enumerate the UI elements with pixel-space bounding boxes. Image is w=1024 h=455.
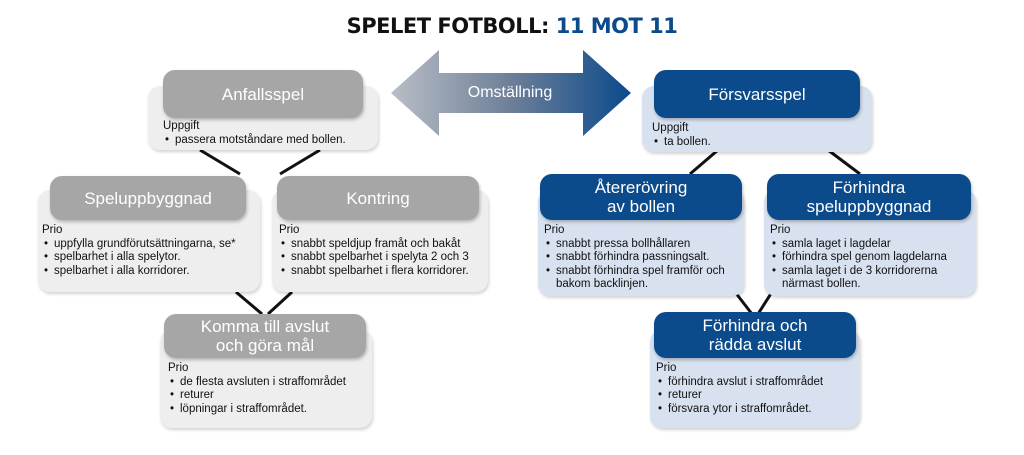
connector-anfall-kontring (279, 148, 321, 176)
list-item: snabbt spelbarhet i flera korridorer. (279, 265, 485, 279)
node-anfallsspel-label: Uppgift (163, 120, 200, 132)
node-komma-till-avslut[interactable]: Komma till avslut och göra mål (164, 314, 366, 358)
list-item: samla laget i de 3 korridorerna närmast … (770, 265, 974, 292)
list-item: löpningar i straffområdet. (168, 403, 368, 417)
node-forsvarsspel-label: Uppgift (652, 122, 689, 134)
connector-forsvar-forhindra (827, 148, 861, 176)
node-forhindra-speluppbyggnad[interactable]: Förhindra speluppbyggnad (767, 174, 971, 220)
node-aterer-title-line1: Återerövring (594, 178, 688, 197)
node-forsvarsspel-body: Uppgift ta bollen. (652, 122, 862, 149)
node-radda-label: Prio (656, 362, 677, 374)
connector-kontring-komma (266, 290, 294, 316)
list-item: snabbt förhindra spel framför och bakom … (544, 265, 742, 292)
node-aterer-body: Prio snabbt pressa bollhållaren snabbt f… (544, 224, 742, 292)
list-item: snabbt förhindra passningsalt. (544, 251, 742, 265)
node-komma-label: Prio (168, 362, 189, 374)
list-item: spelbarhet i alla spelytor. (42, 251, 256, 265)
node-forhindra-radda[interactable]: Förhindra och rädda avslut (654, 312, 856, 358)
node-radda-title-line1: Förhindra och (702, 316, 808, 335)
node-anfallsspel[interactable]: Anfallsspel (163, 70, 363, 118)
list-item: försvara ytor i straffområdet. (656, 403, 856, 417)
list-item: passera motståndare med bollen. (163, 134, 373, 148)
node-anfallsspel-body: Uppgift passera motståndare med bollen. (163, 120, 373, 147)
node-radda-body: Prio förhindra avslut i straffområdet re… (656, 362, 856, 416)
list-item: returer (656, 389, 856, 403)
node-komma-title-line1: Komma till avslut (200, 317, 330, 336)
title-part-1: SPELET FOTBOLL: (346, 14, 550, 38)
node-forhindra-title-line2: speluppbyggnad (806, 197, 932, 216)
node-atererovring[interactable]: Återerövring av bollen (540, 174, 742, 220)
list-item: förhindra avslut i straffområdet (656, 376, 856, 390)
node-kontring-title: Kontring (346, 188, 410, 208)
connector-aterer-radda (733, 291, 754, 315)
node-komma-title-line2: och göra mål (215, 336, 315, 355)
list-item: ta bollen. (652, 136, 862, 150)
list-item: snabbt spelbarhet i spelyta 2 och 3 (279, 251, 485, 265)
title-part-2: 11 MOT 11 (555, 14, 678, 38)
node-speluppbyggnad-label: Prio (42, 224, 63, 236)
list-item: de flesta avsluten i straffområdet (168, 376, 368, 390)
list-item: snabbt speldjup framåt och bakåt (279, 238, 485, 252)
transition-arrow-icon (391, 50, 631, 136)
connector-anfall-speluppbyggnad (199, 148, 241, 176)
node-kontring-label: Prio (279, 224, 300, 236)
node-anfallsspel-title: Anfallsspel (221, 84, 305, 104)
connector-forhindra-radda (756, 291, 774, 315)
diagram-title: SPELET FOTBOLL: 11 MOT 11 (0, 14, 1024, 38)
list-item: returer (168, 389, 368, 403)
node-forsvarsspel-title: Försvarsspel (708, 84, 806, 104)
list-item: snabbt pressa bollhållaren (544, 238, 742, 252)
node-komma-body: Prio de flesta avsluten i straffområdet … (168, 362, 368, 416)
node-radda-title-line2: rädda avslut (708, 335, 802, 354)
node-kontring[interactable]: Kontring (277, 176, 479, 220)
node-speluppbyggnad-body: Prio uppfylla grundförutsättningarna, se… (42, 224, 256, 278)
node-kontring-body: Prio snabbt speldjup framåt och bakåt sn… (279, 224, 485, 278)
node-aterer-label: Prio (544, 224, 565, 236)
list-item: spelbarhet i alla korridorer. (42, 265, 256, 279)
node-aterer-title-line2: av bollen (606, 197, 676, 216)
list-item: samla laget i lagdelar (770, 238, 974, 252)
node-speluppbyggnad-title: Speluppbyggnad (84, 188, 212, 208)
node-forsvarsspel[interactable]: Försvarsspel (654, 70, 860, 118)
node-forhindra-title-line1: Förhindra (832, 178, 906, 197)
node-forhindra-body: Prio samla laget i lagdelar förhindra sp… (770, 224, 974, 292)
transition-label: Omställning (467, 84, 553, 101)
node-speluppbyggnad[interactable]: Speluppbyggnad (50, 176, 246, 220)
list-item: uppfylla grundförutsättningarna, se* (42, 238, 256, 252)
connector-speluppbyggnad-komma (235, 290, 263, 316)
connector-forsvar-aterer (689, 148, 719, 176)
node-forhindra-label: Prio (770, 224, 791, 236)
list-item: förhindra spel genom lagdelarna (770, 251, 974, 265)
